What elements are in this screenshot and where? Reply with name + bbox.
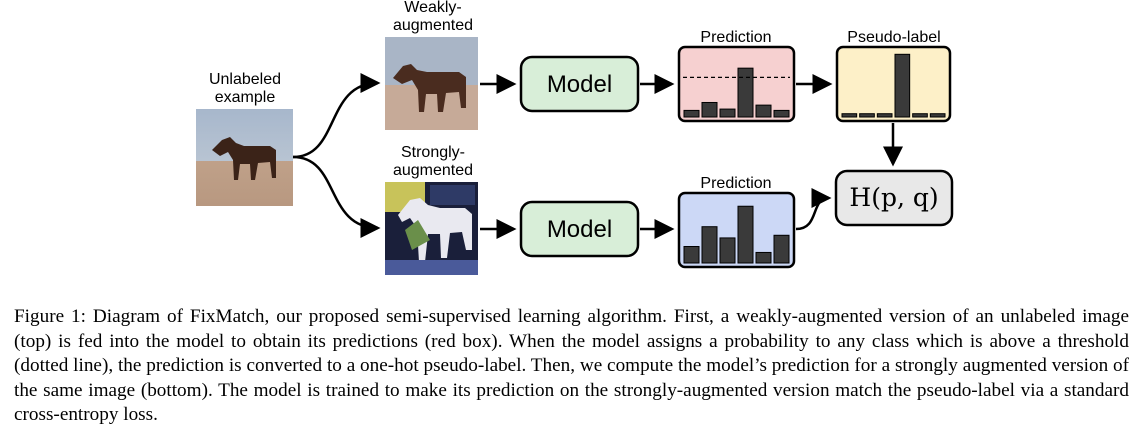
weak-augmented-image xyxy=(385,37,478,130)
pseudo-label-bar-2 xyxy=(859,113,875,118)
loss-box: H(p, q) xyxy=(834,169,954,227)
prediction-bottom-bar-4 xyxy=(737,205,754,264)
pseudo-label-bar-6 xyxy=(929,113,946,118)
prediction-bottom-bar-1 xyxy=(683,246,700,264)
model-top-label: Model xyxy=(547,71,612,98)
unlabeled-image xyxy=(196,109,293,206)
prediction-bottom-bar-6 xyxy=(773,234,790,264)
strong-label-line2: augmented xyxy=(393,162,473,179)
loss-label: H(p, q) xyxy=(849,183,938,212)
prediction-top-bar-5 xyxy=(755,104,772,118)
arrow-to-strong xyxy=(292,155,381,238)
weak-label-line1: Weakly- xyxy=(404,0,462,16)
pseudo-label-bar-3 xyxy=(876,113,893,118)
prediction-bottom-bar-5 xyxy=(755,251,772,264)
pseudo-label-label: Pseudo-label xyxy=(847,29,940,46)
prediction-bottom-bar-2 xyxy=(701,226,718,264)
strong-augmented-image xyxy=(385,182,478,275)
prediction-bottom-label: Prediction xyxy=(700,175,771,192)
arrow-prediction-bottom-to-loss xyxy=(795,188,832,231)
arrow-to-weak xyxy=(292,73,381,159)
prediction-top-bar-4 xyxy=(737,67,754,118)
strong-label-line1: Strongly- xyxy=(401,144,465,161)
pseudo-label-bar-4 xyxy=(894,53,911,118)
figure-caption: Figure 1: Diagram of FixMatch, our propo… xyxy=(14,306,1129,426)
prediction-top-box xyxy=(677,45,796,123)
fixmatch-diagram: Unlabeled example Weakly- augmented Stro… xyxy=(196,0,954,275)
prediction-bottom-bars xyxy=(683,205,790,264)
unlabeled-label-line2: example xyxy=(215,89,276,106)
model-top: Model xyxy=(519,55,640,113)
pseudo-label-box xyxy=(835,45,952,123)
pseudo-label-bar-1 xyxy=(841,113,858,118)
prediction-top-bars xyxy=(683,67,790,118)
prediction-top-bar-2 xyxy=(701,101,718,118)
weak-label-line2: augmented xyxy=(393,17,473,34)
prediction-top-bar-1 xyxy=(683,109,700,118)
prediction-top-bar-6 xyxy=(773,109,790,118)
pseudo-label-bars xyxy=(841,53,946,118)
prediction-top-label: Prediction xyxy=(700,29,771,46)
model-bottom: Model xyxy=(519,200,640,258)
unlabeled-label-line1: Unlabeled xyxy=(209,71,281,88)
model-bottom-label: Model xyxy=(547,216,612,243)
pseudo-label-bar-5 xyxy=(912,113,928,118)
prediction-bottom-bar-3 xyxy=(719,237,736,264)
prediction-top-bar-3 xyxy=(719,108,736,118)
